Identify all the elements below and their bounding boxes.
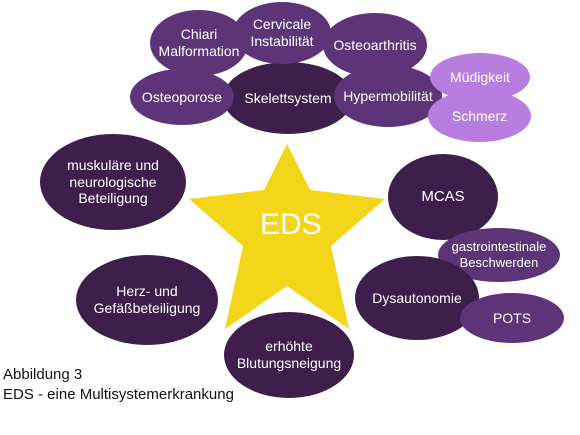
node-dysautonomie: Dysautonomie <box>355 256 479 340</box>
node-osteoarthritis: Osteoarthritis <box>323 13 427 77</box>
node-cervicale: Cervicale Instabilität <box>233 2 331 64</box>
node-pots: POTS <box>460 293 564 343</box>
node-schmerz: Schmerz <box>428 90 531 142</box>
eds-star <box>189 144 385 329</box>
node-muskulaer: muskuläre und neurologische Beteiligung <box>40 134 186 230</box>
eds-center-label: EDS <box>260 208 322 241</box>
node-skelettsystem: Skelettsystem <box>223 62 353 134</box>
node-mcas: MCAS <box>388 154 498 240</box>
node-gastro: gastrointestinale Beschwerden <box>438 228 560 282</box>
node-osteoporose: Osteoporose <box>130 69 234 125</box>
node-blutung: erhöhte Blutungsneigung <box>224 312 354 398</box>
node-hypermobilitaet: Hypermobilität <box>334 65 442 127</box>
caption-line-1: Abbildung 3 <box>3 366 83 383</box>
node-herz: Herz- und Gefäßbeteiligung <box>76 255 218 345</box>
node-chiari: Chiari Malformation <box>150 10 248 76</box>
caption-line-2: EDS - eine Multisystemerkrankung <box>3 386 234 403</box>
